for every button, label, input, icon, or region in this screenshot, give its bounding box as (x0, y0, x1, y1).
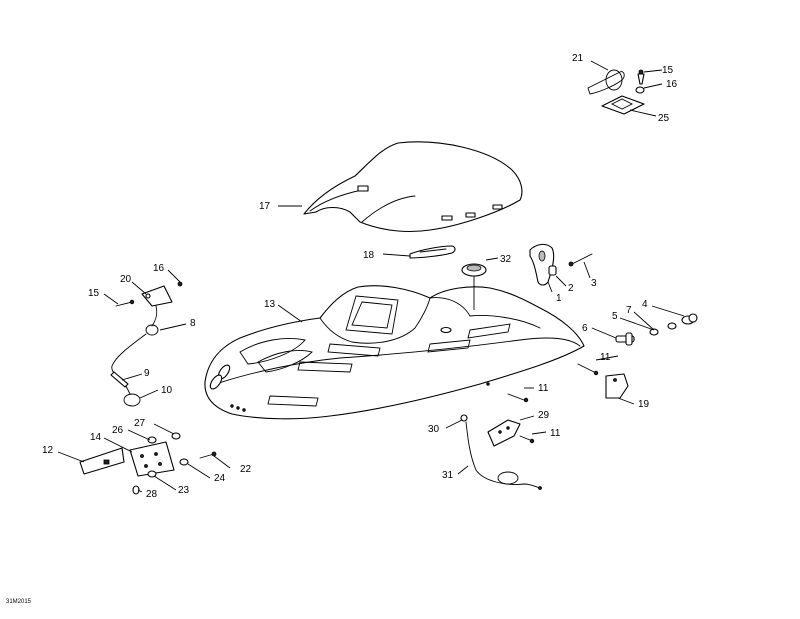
washer-part (147, 436, 157, 444)
tether-cable-part (111, 305, 159, 377)
callout-3: 3 (591, 278, 597, 289)
washer-part (147, 470, 157, 478)
nut-part (460, 414, 468, 422)
leader-lines (57, 60, 685, 493)
callout-11: 11 (600, 352, 611, 363)
nut-part (667, 322, 677, 330)
callout-30: 30 (428, 424, 440, 435)
washer-part (179, 458, 189, 466)
bracket-part (487, 419, 521, 447)
callout-21: 21 (572, 53, 584, 64)
screw-part (199, 451, 217, 459)
callout-7: 7 (626, 305, 632, 316)
callout-24: 24 (214, 473, 226, 484)
callout-20: 20 (120, 274, 132, 285)
callout-15: 15 (88, 288, 100, 299)
handle-part (529, 243, 555, 286)
cap-part (681, 313, 698, 325)
callout-13: 13 (264, 299, 276, 310)
washer-part (649, 328, 659, 336)
callout-26: 26 (112, 425, 124, 436)
screw-part (519, 435, 535, 444)
callout-18: 18 (363, 250, 375, 261)
callout-1: 1 (556, 293, 562, 304)
bracket-part (141, 285, 173, 307)
callout-14: 14 (90, 432, 102, 443)
windshield-part (303, 141, 523, 233)
cover-part (79, 447, 125, 475)
screw-part (115, 299, 135, 307)
vent-part (409, 245, 456, 259)
grommet-part (461, 263, 487, 277)
tether-cable-part (465, 421, 542, 490)
callout-9: 9 (144, 368, 150, 379)
callout-6: 6 (582, 323, 588, 334)
screw-part (507, 393, 529, 403)
callout-29: 29 (538, 410, 550, 421)
callout-25: 25 (658, 113, 670, 124)
callout-19: 19 (638, 399, 650, 410)
washer-part (635, 86, 645, 94)
cable-tie-part (587, 69, 625, 95)
screw-part (568, 253, 593, 267)
tie-base-part (601, 95, 645, 115)
callout-labels: 1 2 3 4 5 6 7 8 9 10 11 11 11 12 13 14 1… (42, 53, 678, 500)
callout-31: 31 (442, 470, 454, 481)
callout-28: 28 (146, 489, 158, 500)
callout-27: 27 (134, 418, 146, 429)
nut-part (171, 432, 181, 440)
screw-part (615, 332, 635, 346)
callout-22: 22 (240, 464, 252, 475)
callout-5: 5 (612, 311, 618, 322)
callout-11: 11 (550, 428, 561, 439)
callout-23: 23 (178, 485, 190, 496)
bracket-part (605, 373, 629, 399)
nut-part (177, 281, 183, 287)
callout-16: 16 (666, 79, 678, 90)
callout-8: 8 (190, 318, 196, 329)
rivet-part (637, 69, 645, 85)
pin-part (110, 371, 129, 388)
callout-32: 32 (500, 254, 512, 265)
callout-11: 11 (538, 383, 549, 394)
spacer-part (548, 265, 557, 276)
callout-4: 4 (642, 299, 648, 310)
callout-10: 10 (161, 385, 173, 396)
screw-part (577, 363, 599, 376)
callout-16: 16 (153, 263, 165, 274)
hood-part (204, 285, 585, 420)
callout-17: 17 (259, 201, 271, 212)
callout-15: 15 (662, 65, 674, 76)
callout-2: 2 (568, 283, 574, 294)
callout-12: 12 (42, 445, 54, 456)
diagram-code: 31M2015 (6, 599, 32, 605)
ring-part (123, 385, 141, 407)
plate-part (129, 441, 175, 477)
